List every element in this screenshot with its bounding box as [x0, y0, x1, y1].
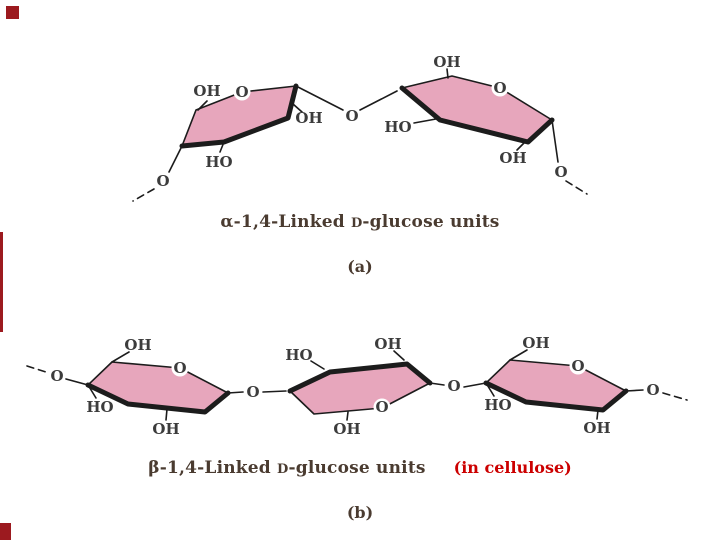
caption-text: -glucose units — [288, 458, 426, 478]
glycosidic-oxygen-label: O — [345, 107, 358, 125]
label-halo — [644, 381, 662, 399]
label-halo — [171, 359, 189, 377]
glycosidic-oxygen-label: O — [246, 383, 259, 401]
panel-label-a: (a) — [347, 257, 373, 276]
glycosidic-bond-b4 — [463, 382, 487, 388]
atom-label-oh: OH — [124, 336, 151, 354]
bond-ho-b1 — [87, 384, 97, 399]
bond-oh-a1 — [292, 103, 303, 113]
bond-ho-a1 — [219, 141, 225, 153]
glucose-ring-a2 — [399, 75, 555, 145]
atom-label-ho: HO — [384, 118, 411, 136]
label-halo — [445, 377, 463, 395]
caption-text: -glucose units — [362, 212, 500, 232]
glucose-ring-b2 — [287, 361, 433, 415]
chain-oxygen-label: O — [50, 367, 63, 385]
bond-chain-left-a — [168, 145, 183, 173]
bond-oh-b3 — [596, 409, 599, 420]
slide-corner-accent-top — [6, 6, 19, 19]
glucose-ring-a1 — [179, 83, 299, 149]
glycosidic-bond-a-right — [359, 90, 398, 111]
atom-label-oh: OH — [333, 420, 360, 438]
caption-alpha-linked: α-1,4-Linked D-glucose units — [0, 212, 720, 232]
bond-chain-left-b — [65, 378, 89, 386]
label-halo — [491, 79, 509, 97]
bond-oh-b2 — [346, 411, 349, 421]
smallcap-d: D — [277, 462, 289, 477]
bond-ho-b2 — [310, 360, 325, 370]
ring-oxygen-label: O — [375, 398, 388, 416]
glycosidic-oxygen-label: O — [447, 377, 460, 395]
bond-oh-a2 — [516, 142, 525, 151]
atom-label-ho: HO — [484, 396, 511, 414]
caption-beta-linked: β-1,4-Linked D-glucose units — [148, 458, 425, 478]
glucose-ring-b3 — [483, 359, 629, 413]
bond-ch2oh-a2 — [446, 68, 449, 79]
bond-ho-a2 — [413, 118, 437, 124]
chain-continuation-dash — [565, 180, 588, 195]
label-halo — [373, 398, 391, 416]
cellulose-note: (in cellulose) — [453, 458, 572, 477]
bond-ch2oh-b2 — [393, 350, 405, 361]
label-halo — [48, 367, 66, 385]
bond-ho-b3 — [485, 382, 495, 397]
chain-oxygen-label: O — [554, 163, 567, 181]
label-halo — [343, 107, 361, 125]
atom-label-oh: OH — [152, 420, 179, 438]
label-halo — [569, 357, 587, 375]
ring-oxygen-label: O — [173, 359, 186, 377]
bond-oh-b1 — [165, 408, 168, 421]
ring-oxygen-label: O — [571, 357, 584, 375]
panel-b-structure: O OH O HO OH O HO OH O OH O OH O HO OH O — [26, 334, 688, 438]
atom-label-oh: OH — [295, 109, 322, 127]
glycosidic-bond-b3 — [429, 382, 445, 386]
atom-label-ho: HO — [285, 346, 312, 364]
slide-corner-accent-bottom — [0, 523, 11, 540]
atom-label-ho: HO — [86, 398, 113, 416]
label-halo — [552, 163, 570, 181]
atom-label-ho: HO — [205, 153, 232, 171]
atom-label-oh: OH — [583, 419, 610, 437]
glycosidic-bond-b1 — [227, 391, 244, 394]
bond-ch2oh-b3 — [509, 349, 528, 361]
ring-oxygen-label: O — [493, 79, 506, 97]
bond-ch2oh-b1 — [111, 351, 130, 363]
glucose-ring-b1 — [85, 361, 231, 415]
smallcap-d: D — [350, 216, 363, 231]
atom-label-oh: OH — [522, 334, 549, 352]
label-halo — [233, 83, 251, 101]
caption-text: α-1,4-Linked — [220, 212, 351, 232]
bond-ch2oh-a1 — [197, 100, 208, 111]
slide-edge-accent — [0, 232, 3, 332]
panel-a-structure: OH O OH HO O O OH O HO OH O — [132, 53, 588, 202]
chain-continuation-dash — [662, 392, 688, 401]
chain-oxygen-label: O — [646, 381, 659, 399]
atom-label-oh: OH — [499, 149, 526, 167]
glycosidic-bond-a-left — [295, 85, 344, 111]
atom-label-oh: OH — [433, 53, 460, 71]
ring-oxygen-label: O — [235, 83, 248, 101]
chain-continuation-dash — [132, 188, 155, 202]
panel-label-b: (b) — [346, 503, 374, 522]
glycosidic-bond-b2 — [262, 390, 287, 393]
atom-label-oh: OH — [193, 82, 220, 100]
chain-oxygen-label: O — [156, 172, 169, 190]
chain-continuation-dash — [26, 365, 47, 373]
caption-text: β-1,4-Linked — [148, 458, 277, 478]
caption-beta-row: β-1,4-Linked D-glucose units (in cellulo… — [0, 458, 720, 478]
bond-chain-right-a — [551, 119, 559, 163]
bond-chain-right-b — [625, 389, 644, 392]
atom-label-oh: OH — [374, 335, 401, 353]
label-halo — [244, 383, 262, 401]
label-halo — [154, 172, 172, 190]
